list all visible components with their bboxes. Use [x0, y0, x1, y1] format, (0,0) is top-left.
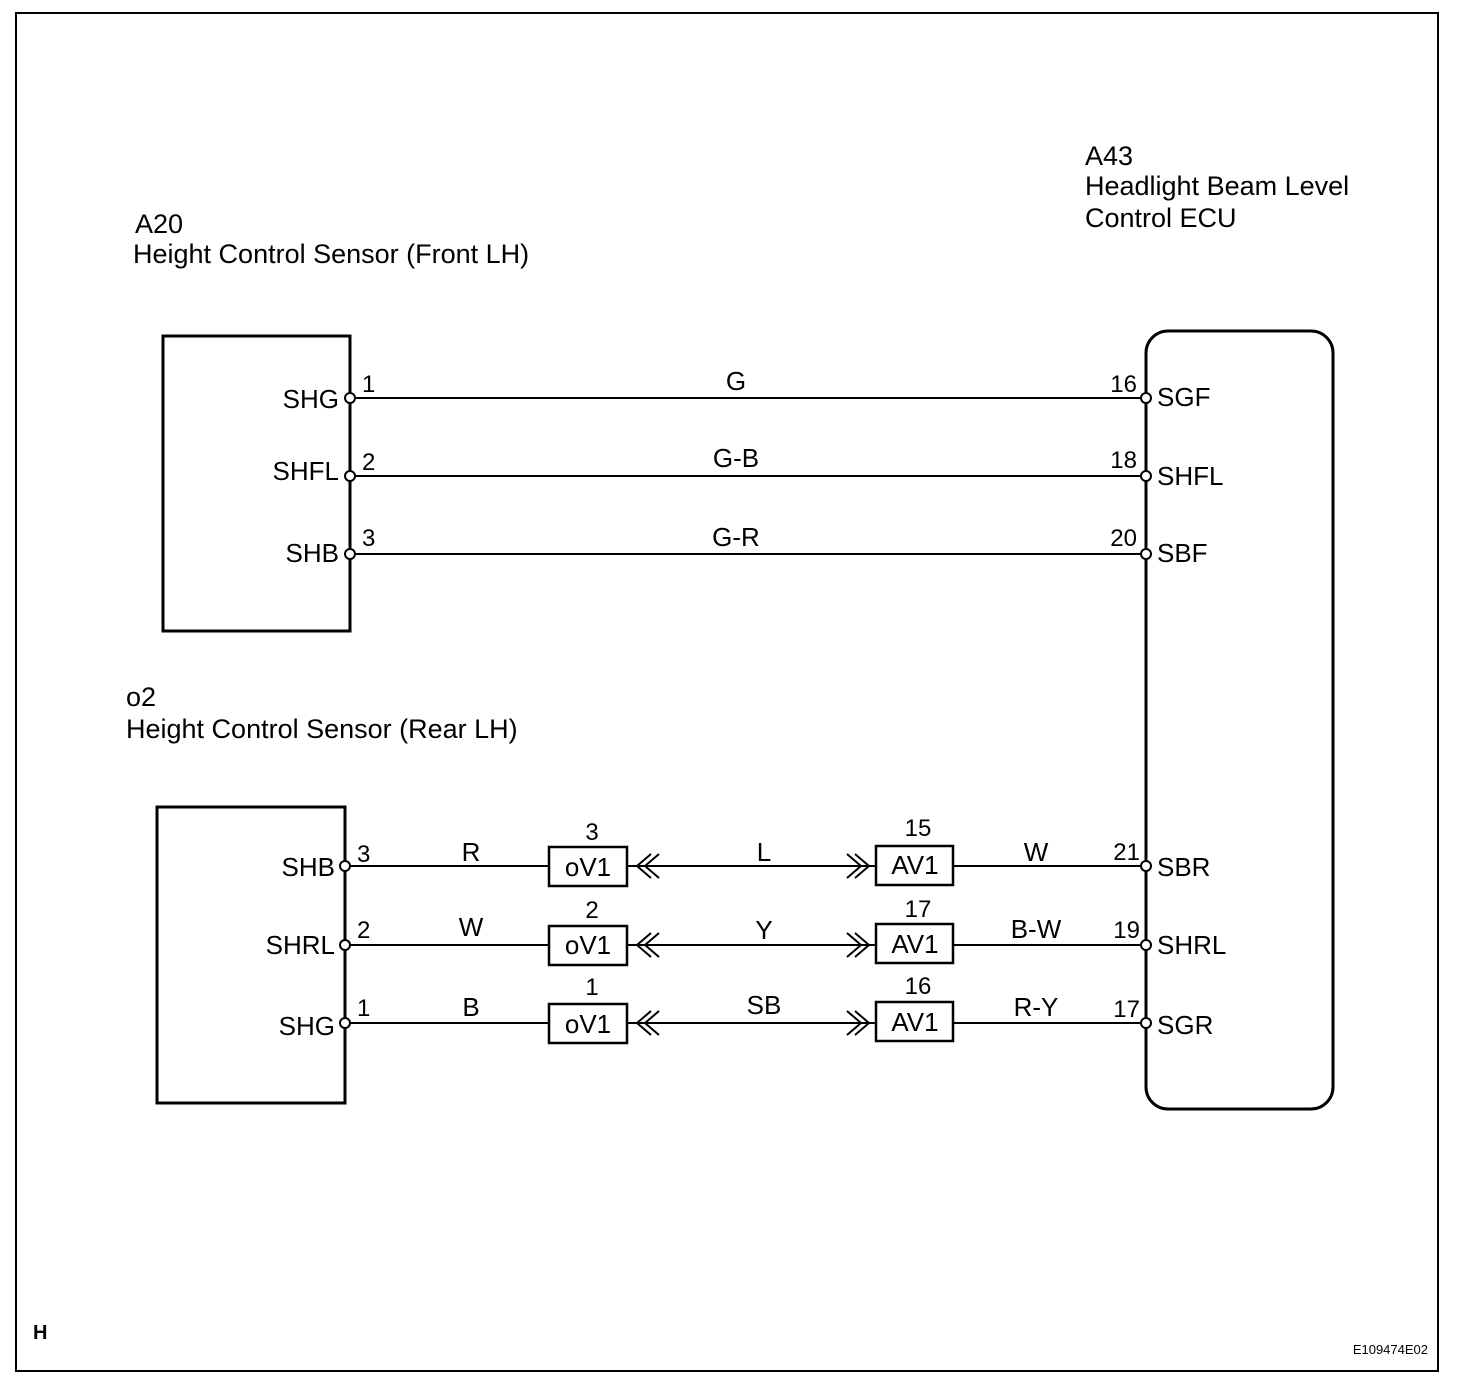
a43-term-label-sbf: SBF: [1157, 538, 1208, 568]
ov1-label-row3: oV1: [565, 1009, 611, 1039]
a43-pin-18: 18: [1110, 447, 1137, 474]
wire-color-rear-mid-2: Y: [755, 915, 772, 945]
ov1-pin-2: 2: [585, 897, 598, 924]
ov1-pin-3: 3: [585, 819, 598, 846]
a20-terminal-3: [344, 548, 356, 560]
av1-label-row3: AV1: [891, 1007, 938, 1037]
wire-color-rear-mid-3: SB: [747, 990, 782, 1020]
o2-term-label-shg: SHG: [279, 1011, 335, 1041]
o2-term-label-shrl: SHRL: [266, 930, 335, 960]
a43-pin-16: 16: [1110, 371, 1137, 398]
a43-pin-20: 20: [1110, 525, 1137, 552]
av1-connector-row3: [874, 1000, 955, 1043]
wire-color-front-2: G-B: [713, 443, 759, 473]
wire-color-rear-left-3: B: [462, 992, 479, 1022]
a20-pin-3: 3: [362, 525, 375, 552]
av1-pin-15: 15: [905, 815, 932, 842]
a20-pin-2: 2: [362, 449, 375, 476]
a43-terminal-19: [1140, 939, 1152, 951]
a43-name-line1: Headlight Beam Level: [1085, 171, 1349, 201]
ov1-pin-1: 1: [585, 974, 598, 1001]
av1-label-row1: AV1: [891, 850, 938, 880]
av1-connector-symbol-row2: [846, 932, 871, 958]
a43-term-label-sgf: SGF: [1157, 382, 1210, 412]
ov1-connector-row2: [547, 924, 629, 967]
a43-terminal-21: [1140, 860, 1152, 872]
a43-terminal-17: [1140, 1017, 1152, 1029]
a43-term-label-sbr: SBR: [1157, 852, 1210, 882]
o2-pin-1: 1: [357, 995, 370, 1022]
a20-pin-1: 1: [362, 371, 375, 398]
o2-pin-2: 2: [357, 917, 370, 944]
a20-name: Height Control Sensor (Front LH): [133, 239, 529, 269]
a43-terminal-18: [1140, 470, 1152, 482]
ov1-label-row1: oV1: [565, 852, 611, 882]
a43-id: A43: [1085, 141, 1133, 171]
a20-id: A20: [135, 209, 183, 239]
ov1-label-row2: oV1: [565, 930, 611, 960]
a43-ecu-box: [1144, 329, 1335, 1111]
a43-terminal-16: [1140, 392, 1152, 404]
a43-term-label-shfl: SHFL: [1157, 461, 1223, 491]
o2-terminal-3: [339, 860, 351, 872]
ov1-connector-symbol-row1: [635, 853, 660, 879]
ov1-connector-row3: [547, 1002, 629, 1045]
o2-term-label-shb: SHB: [282, 852, 335, 882]
a43-pin-19: 19: [1113, 917, 1140, 944]
av1-pin-16: 16: [905, 973, 932, 1000]
av1-connector-row1: [874, 844, 955, 887]
corner-code: H: [33, 1322, 47, 1344]
wire-color-rear-mid-1: L: [757, 837, 771, 867]
a43-term-label-shrl: SHRL: [1157, 930, 1226, 960]
a43-term-label-sgr: SGR: [1157, 1010, 1213, 1040]
a43-pin-17: 17: [1113, 996, 1140, 1023]
wire-color-rear-right-2: B-W: [1011, 914, 1062, 944]
rear-circuit: SHB 3 R oV1 3 L AV1 15 W 21 SBR SHRL 2 W…: [266, 815, 1226, 1045]
a20-term-label-2: SHFL: [273, 456, 339, 486]
a43-pin-21: 21: [1113, 839, 1140, 866]
a20-connector-box: [161, 334, 352, 633]
o2-name: Height Control Sensor (Rear LH): [126, 714, 518, 744]
wire-color-rear-right-3: R-Y: [1014, 992, 1059, 1022]
o2-terminal-2: [339, 939, 351, 951]
av1-connector-row2: [874, 922, 955, 965]
a43-terminal-20: [1140, 548, 1152, 560]
av1-connector-symbol-row1: [846, 853, 871, 879]
wire-color-front-3: G-R: [712, 522, 760, 552]
wire-color-rear-left-1: R: [462, 837, 481, 867]
wire-color-rear-left-2: W: [459, 912, 484, 942]
a20-term-label-3: SHB: [286, 538, 339, 568]
o2-connector-box: [155, 805, 347, 1105]
ov1-connector-row1: [547, 845, 629, 888]
o2-terminal-1: [339, 1017, 351, 1029]
a20-terminal-1: [344, 392, 356, 404]
o2-pin-3: 3: [357, 841, 370, 868]
a43-name-line2: Control ECU: [1085, 203, 1237, 233]
wire-color-rear-right-1: W: [1024, 837, 1049, 867]
a20-terminal-2: [344, 470, 356, 482]
ov1-connector-symbol-row2: [635, 932, 660, 958]
front-circuit: SHG 1 G 16 SGF SHFL 2 G-B 18 SHFL SHB 3 …: [273, 366, 1224, 568]
wire-color-front-1: G: [726, 366, 746, 396]
av1-label-row2: AV1: [891, 929, 938, 959]
av1-connector-symbol-row3: [846, 1010, 871, 1036]
figure-code: E109474E02: [1353, 1342, 1428, 1357]
diagram-frame: [15, 12, 1439, 1372]
o2-id: o2: [126, 682, 156, 712]
a20-term-label-1: SHG: [283, 384, 339, 414]
av1-pin-17: 17: [905, 896, 932, 923]
ov1-connector-symbol-row3: [635, 1010, 660, 1036]
